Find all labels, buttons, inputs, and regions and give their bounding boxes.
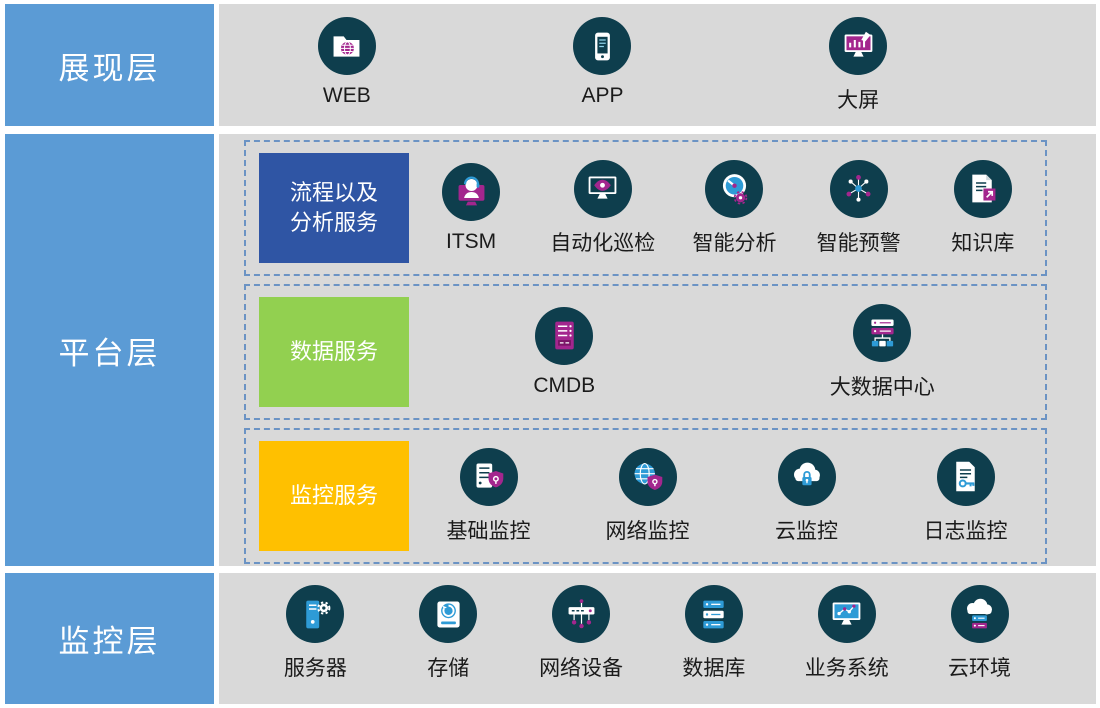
network-device-icon <box>552 585 611 643</box>
smart-alert-label: 智能预警 <box>816 231 901 255</box>
data-services-items-row: CMDB <box>409 303 1045 401</box>
presentation-items-row: WEB APP <box>219 4 1096 114</box>
monitoring-services-group: 监控服务 基础监控 <box>244 428 1047 564</box>
business-system-label: 业务系统 <box>804 657 889 680</box>
cmdb-rack-icon <box>535 306 594 365</box>
monitoring-layer-band: 监控层 服务器 <box>5 573 1096 704</box>
cloud-monitoring-icon <box>777 447 836 506</box>
basic-monitoring-label: 基础监控 <box>446 519 531 543</box>
platform-layer-label: 平台层 <box>5 134 214 566</box>
cmdb-item: CMDB <box>519 306 609 398</box>
monitoring-layer-panel: 服务器 存储 <box>219 573 1096 704</box>
process-analysis-group-title: 流程以及分析服务 <box>259 153 409 263</box>
database-icon <box>684 585 743 643</box>
web-label: WEB <box>322 84 371 107</box>
monitoring-services-items-row: 基础监控 网络监控 <box>409 447 1045 545</box>
network-monitoring-item: 网络监控 <box>603 447 693 545</box>
platform-layer-band: 平台层 流程以及分析服务 <box>5 134 1096 566</box>
knowledge-base-item: 知识库 <box>938 159 1028 257</box>
process-analysis-group-title-text: 流程以及分析服务 <box>289 180 378 235</box>
itsm-item: ITSM <box>426 162 516 254</box>
big-data-center-icon <box>853 303 912 362</box>
monitoring-items-row: 服务器 存储 <box>219 573 1096 682</box>
big-data-center-item: 大数据中心 <box>829 303 935 401</box>
big-screen-icon <box>829 17 888 75</box>
process-analysis-items-row: ITSM 自动化巡检 <box>409 159 1045 257</box>
network-device-label: 网络设备 <box>539 657 624 680</box>
server-label: 服务器 <box>283 657 347 680</box>
smart-analysis-icon <box>705 159 764 218</box>
database-item: 数据库 <box>669 585 759 682</box>
basic-monitoring-icon <box>459 447 518 506</box>
process-analysis-group: 流程以及分析服务 ITSM <box>244 140 1047 276</box>
cloud-monitoring-label: 云监控 <box>775 519 838 543</box>
network-monitoring-icon <box>618 447 677 506</box>
storage-drive-icon <box>419 585 478 643</box>
app-phone-icon <box>573 17 632 75</box>
itsm-label: ITSM <box>446 229 497 253</box>
auto-inspection-item: 自动化巡检 <box>550 159 656 257</box>
log-monitoring-label: 日志监控 <box>923 519 1008 543</box>
big-screen-item: 大屏 <box>813 17 903 114</box>
server-tower-icon <box>286 585 345 643</box>
presentation-layer-panel: WEB APP <box>219 4 1096 126</box>
presentation-layer-label: 展现层 <box>5 4 214 126</box>
smart-analysis-item: 智能分析 <box>689 159 779 257</box>
data-services-group-title: 数据服务 <box>259 297 409 407</box>
log-monitoring-icon <box>936 447 995 506</box>
monitoring-layer-label: 监控层 <box>5 573 214 704</box>
platform-layer-panel: 流程以及分析服务 ITSM <box>219 134 1096 566</box>
cloud-monitoring-item: 云监控 <box>762 447 852 545</box>
storage-label: 存储 <box>427 657 470 680</box>
big-screen-label: 大屏 <box>837 89 880 112</box>
storage-item: 存储 <box>403 585 493 682</box>
basic-monitoring-item: 基础监控 <box>444 447 534 545</box>
smart-analysis-label: 智能分析 <box>692 231 777 255</box>
cloud-environment-label: 云环境 <box>948 657 1012 680</box>
business-system-icon <box>817 585 876 643</box>
app-item: APP <box>557 17 647 108</box>
monitoring-services-group-title-text: 监控服务 <box>289 483 378 509</box>
cmdb-label: CMDB <box>533 373 596 397</box>
database-label: 数据库 <box>682 657 746 680</box>
smart-alert-item: 智能预警 <box>814 159 904 257</box>
data-services-group-title-text: 数据服务 <box>289 339 378 365</box>
smart-alert-icon <box>829 159 888 218</box>
cloud-environment-item: 云环境 <box>935 585 1025 682</box>
monitoring-services-group-title: 监控服务 <box>259 441 409 551</box>
presentation-layer-band: 展现层 WEB <box>5 4 1096 126</box>
auto-inspection-icon <box>573 159 632 218</box>
data-services-group: 数据服务 CMDB <box>244 284 1047 420</box>
web-item: WEB <box>302 17 392 108</box>
app-label: APP <box>581 84 624 107</box>
web-folder-icon <box>317 17 376 75</box>
knowledge-base-label: 知识库 <box>951 231 1015 255</box>
log-monitoring-item: 日志监控 <box>921 447 1011 545</box>
business-system-item: 业务系统 <box>802 585 892 682</box>
server-item: 服务器 <box>270 585 360 682</box>
knowledge-base-icon <box>953 159 1012 218</box>
cloud-environment-icon <box>950 585 1009 643</box>
auto-inspection-label: 自动化巡检 <box>550 231 656 255</box>
network-monitoring-label: 网络监控 <box>605 519 690 543</box>
big-data-center-label: 大数据中心 <box>829 375 935 399</box>
itsm-agent-icon <box>442 162 501 221</box>
network-device-item: 网络设备 <box>536 585 626 682</box>
